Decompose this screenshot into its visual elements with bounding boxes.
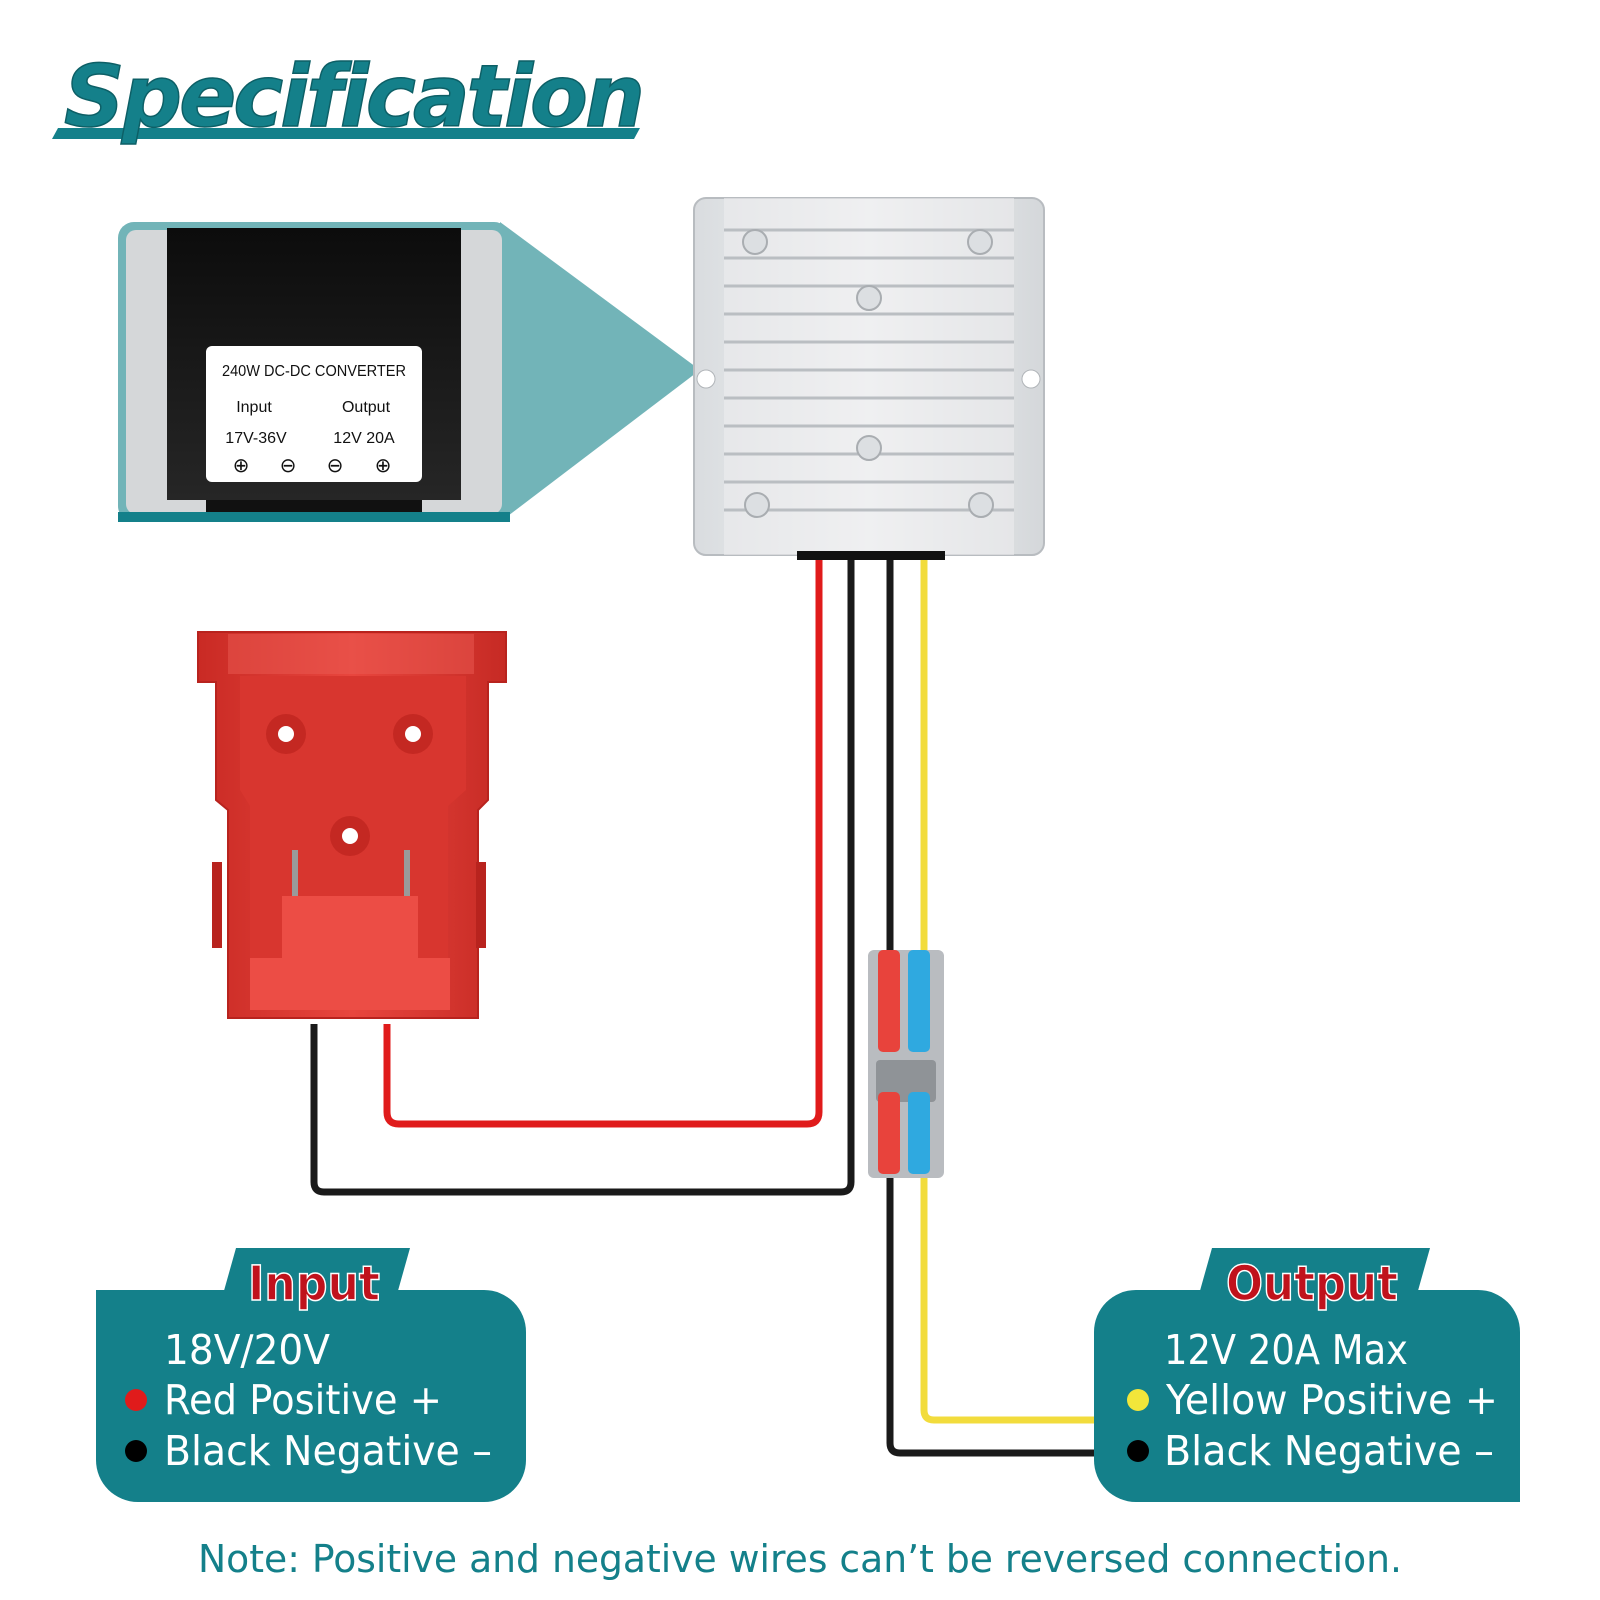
spec-card-title: 240W DC-DC CONVERTER [222, 363, 406, 380]
minus-terminal-icon: ⊖ [280, 453, 297, 477]
yellow-output-wire [920, 560, 1098, 1424]
output-voltage: 12V 20A Max [1164, 1326, 1408, 1374]
lever-connector [868, 950, 944, 1178]
input-voltage: 18V/20V [164, 1326, 330, 1374]
adapter-terminal [404, 850, 410, 896]
callout-bottom-strip [118, 512, 510, 522]
output-heading: Output [1226, 1256, 1398, 1312]
plus-terminal-icon: ⊕ [233, 453, 250, 477]
battery-adapter [197, 631, 507, 1019]
mount-hole [1021, 369, 1041, 389]
adapter-terminal [292, 850, 298, 896]
black-dot-icon [125, 1440, 147, 1462]
input-negative: Black Negative – [164, 1427, 492, 1475]
plus-terminal-icon: ⊕ [375, 453, 392, 477]
spec-card-output-label: Output [342, 399, 391, 416]
output-positive: Yellow Positive + [1165, 1376, 1498, 1424]
red-dot-icon [125, 1389, 147, 1411]
callout-pointer [500, 222, 700, 522]
output-heading-tab [1194, 1248, 1430, 1312]
warning-note: Note: Positive and negative wires can’t … [198, 1537, 1402, 1581]
adapter-screw-holes [266, 714, 433, 856]
red-input-wire [383, 560, 823, 1128]
spec-card-input-label: Input [236, 399, 272, 416]
blue-lever [908, 1092, 930, 1174]
converter-label-callout: 240W DC-DC CONVERTER Input Output 17V-36… [118, 222, 700, 522]
input-heading-tab [218, 1248, 410, 1312]
spec-card-output-value: 12V 20A [333, 430, 395, 447]
output-spec-box: Output 12V 20A Max Yellow Positive + Bla… [1094, 1248, 1520, 1502]
title-underline [52, 128, 640, 139]
red-lever [878, 950, 900, 1052]
input-positive: Red Positive + [164, 1376, 442, 1424]
converter-screws [742, 229, 994, 518]
converter-fins [724, 228, 1014, 512]
wires [310, 560, 1098, 1457]
page-title: Specification [64, 47, 642, 147]
spec-card-input-value: 17V-36V [225, 430, 287, 447]
black-dot-icon [1127, 1440, 1149, 1462]
black-input-wire [310, 560, 855, 1196]
dc-dc-converter [693, 197, 1045, 560]
input-spec-box: Input 18V/20V Red Positive + Black Negat… [96, 1248, 526, 1502]
converter-spec-card: 240W DC-DC CONVERTER Input Output 17V-36… [206, 346, 422, 482]
red-lever [878, 1092, 900, 1174]
title-group: Specification [52, 46, 646, 148]
black-output-wire [886, 560, 1098, 1457]
blue-lever [908, 950, 930, 1052]
output-negative: Black Negative – [1164, 1427, 1494, 1475]
yellow-dot-icon [1127, 1389, 1149, 1411]
cable-grommet [797, 551, 945, 560]
mount-hole [696, 369, 716, 389]
input-heading: Input [248, 1256, 380, 1312]
minus-terminal-icon: ⊖ [327, 453, 344, 477]
